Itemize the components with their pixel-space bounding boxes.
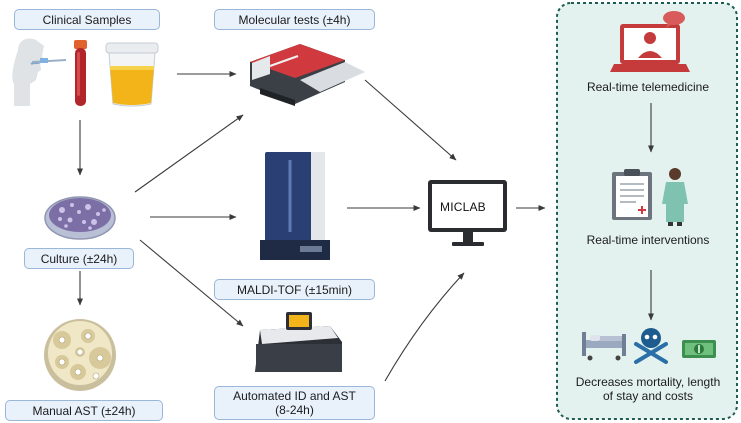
outcomes-label-line2: of stay and costs [602, 389, 694, 403]
automated-id-ast-line2: (8-24h) [275, 403, 314, 417]
arrow-culture-to-automated [139, 239, 244, 327]
arrow-molecular-to-miclab [364, 79, 457, 161]
arrow-automated-to-miclab [384, 272, 465, 382]
laptop-doctor-icon [610, 11, 690, 72]
node-molecular-tests: Molecular tests (±4h) [214, 9, 375, 30]
pcr-analyzer-icon [250, 44, 365, 106]
clipboard-icon [612, 169, 652, 220]
maldi-tof-instrument-icon [260, 152, 330, 260]
flow-arrows [77, 71, 654, 382]
hospital-bed-icon [582, 332, 626, 361]
automated-id-ast-line1: Automated ID and AST [233, 389, 356, 403]
node-maldi-tof: MALDI-TOF (±15min) [214, 279, 375, 300]
node-clinical-samples: Clinical Samples [14, 9, 160, 30]
automated-analyzer-icon [255, 312, 342, 372]
money-icon [682, 340, 716, 358]
arrow-culture-to-molecular [134, 114, 244, 193]
node-culture: Culture (±24h) [24, 248, 134, 269]
outcomes-label: Decreases mortality, length of stay and … [560, 375, 736, 403]
skull-crossbones-icon [634, 328, 668, 364]
node-manual-ast: Manual AST (±24h) [5, 400, 163, 421]
blood-tube-icon [74, 40, 87, 106]
interventions-label: Real-time interventions [586, 233, 710, 247]
petri-dish-icon [44, 196, 116, 240]
doctor-icon [662, 168, 688, 226]
ast-plate-icon [44, 319, 116, 391]
node-miclab: MICLAB [440, 200, 486, 214]
node-automated-id-ast: Automated ID and AST (8-24h) [214, 386, 375, 420]
telemedicine-label: Real-time telemedicine [586, 80, 710, 94]
urine-cup-icon [105, 42, 159, 107]
head-swab-icon [12, 38, 67, 106]
computer-monitor-icon [428, 180, 507, 246]
outcomes-label-line1: Decreases mortality, length [575, 375, 721, 389]
